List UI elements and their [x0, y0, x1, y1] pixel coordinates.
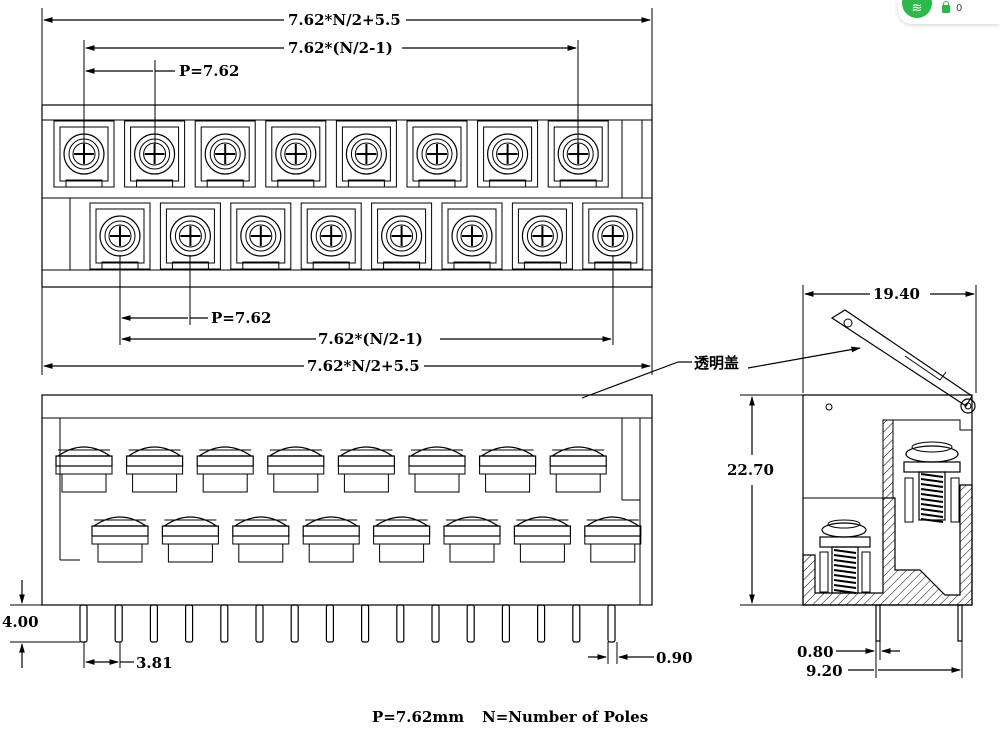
bottom-overall-width-label: 7.62*N/2+5.5 [307, 357, 420, 375]
front-view: 透明盖 4.00 3.81 0.90 [2, 346, 861, 672]
poles-note: N=Number of Poles [482, 708, 648, 726]
front-lower-screws [91, 516, 642, 563]
pitch-note: P=7.62mm [372, 708, 464, 726]
pin-row [79, 604, 616, 643]
side-pin-thickness-label: 0.80 [797, 643, 834, 661]
status-count: 0 [956, 3, 963, 14]
side-width-label: 19.40 [873, 285, 920, 303]
top-view: 7.62*N/2+5.5 7.62*(N/2-1) P=7.62 P=7.62 [41, 8, 653, 375]
top-row-span-label: 7.62*(N/2-1) [288, 39, 393, 57]
lock-icon [942, 1, 950, 13]
bottom-pitch-label: P=7.62 [211, 309, 271, 327]
cover-label: 透明盖 [694, 354, 739, 372]
top-pitch-label: P=7.62 [179, 62, 239, 80]
side-view: 19.40 22.70 [727, 285, 977, 680]
front-upper-screws [55, 446, 607, 493]
pin-offset-label: 3.81 [136, 654, 173, 672]
bottom-row-span-label: 7.62*(N/2-1) [318, 330, 423, 348]
status-pill[interactable]: ≋ 0 [898, 0, 1000, 24]
side-pin-spacing-label: 9.20 [806, 662, 843, 680]
pin-width-label: 0.90 [656, 649, 693, 667]
upper-terminal-row [53, 120, 609, 188]
lower-terminal-row [89, 202, 644, 270]
pin-length-label: 4.00 [2, 613, 39, 631]
side-height-label: 22.70 [727, 461, 774, 479]
wifi-icon[interactable]: ≋ [902, 0, 932, 18]
top-overall-width-label: 7.62*N/2+5.5 [288, 11, 401, 29]
